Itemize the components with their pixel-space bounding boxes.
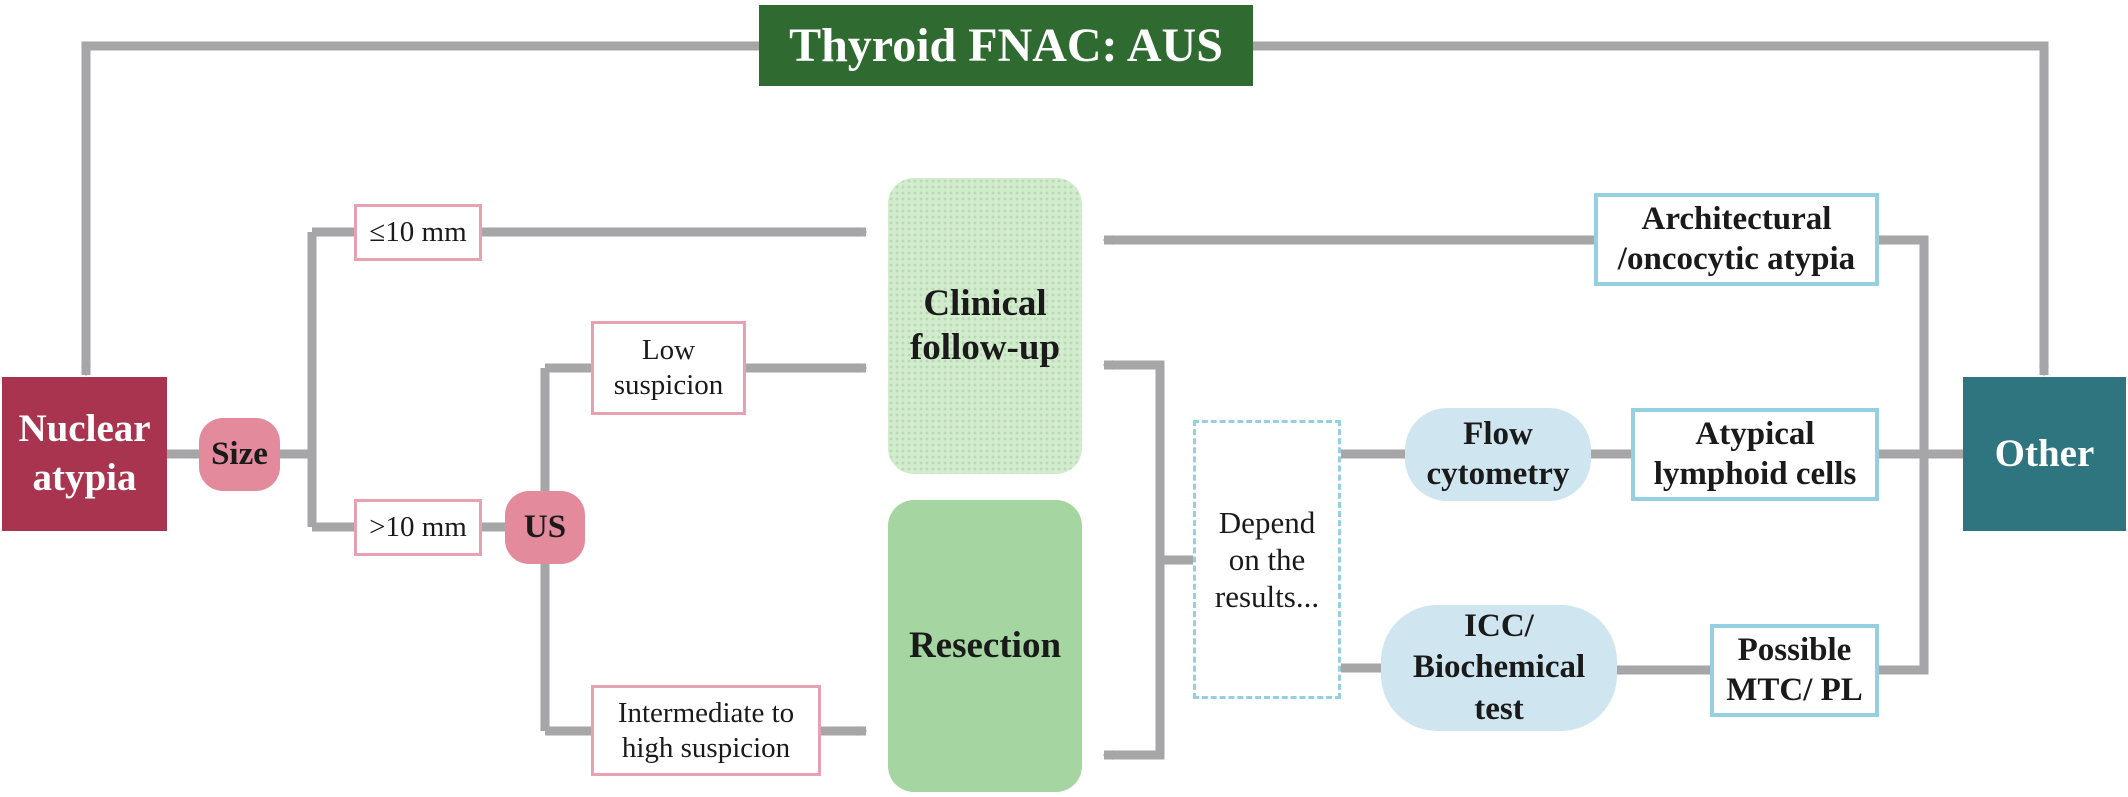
depend-to-clinical-arrow: [1102, 360, 1193, 565]
flow-cytometry-node: Flow cytometry: [1405, 408, 1591, 501]
atypical-lymphoid-box: Atypical lymphoid cells: [1631, 408, 1879, 501]
icc-biochemical-node: ICC/ Biochemical test: [1381, 605, 1617, 731]
depend-to-resection-arrow: [1102, 560, 1165, 760]
depend-on-results-box: Depend on the results...: [1193, 420, 1341, 699]
diagram-title: Thyroid FNAC: AUS: [759, 5, 1253, 86]
nuclear-atypia-node: Nuclear atypia: [2, 377, 167, 531]
other-node: Other: [1963, 377, 2126, 531]
size-node: Size: [199, 418, 280, 491]
us-node: US: [505, 491, 585, 564]
le-10mm-box: ≤10 mm: [354, 204, 482, 261]
resection-node: Resection: [888, 500, 1082, 792]
other-trunk-connector: [1879, 235, 1963, 675]
size-split-connector: [280, 232, 317, 527]
title-to-nuclear-connector: [81, 41, 759, 377]
possible-mtc-pl-box: Possible MTC/ PL: [1710, 624, 1879, 717]
gt-10mm-box: >10 mm: [354, 499, 482, 556]
title-to-other-connector: [1253, 41, 2049, 377]
architectural-atypia-box: Architectural /oncocytic atypia: [1594, 193, 1879, 286]
low-suspicion-box: Low suspicion: [591, 321, 746, 415]
clinical-followup-node: Clinical follow-up: [888, 178, 1082, 474]
intermediate-high-suspicion-box: Intermediate to high suspicion: [591, 685, 821, 776]
